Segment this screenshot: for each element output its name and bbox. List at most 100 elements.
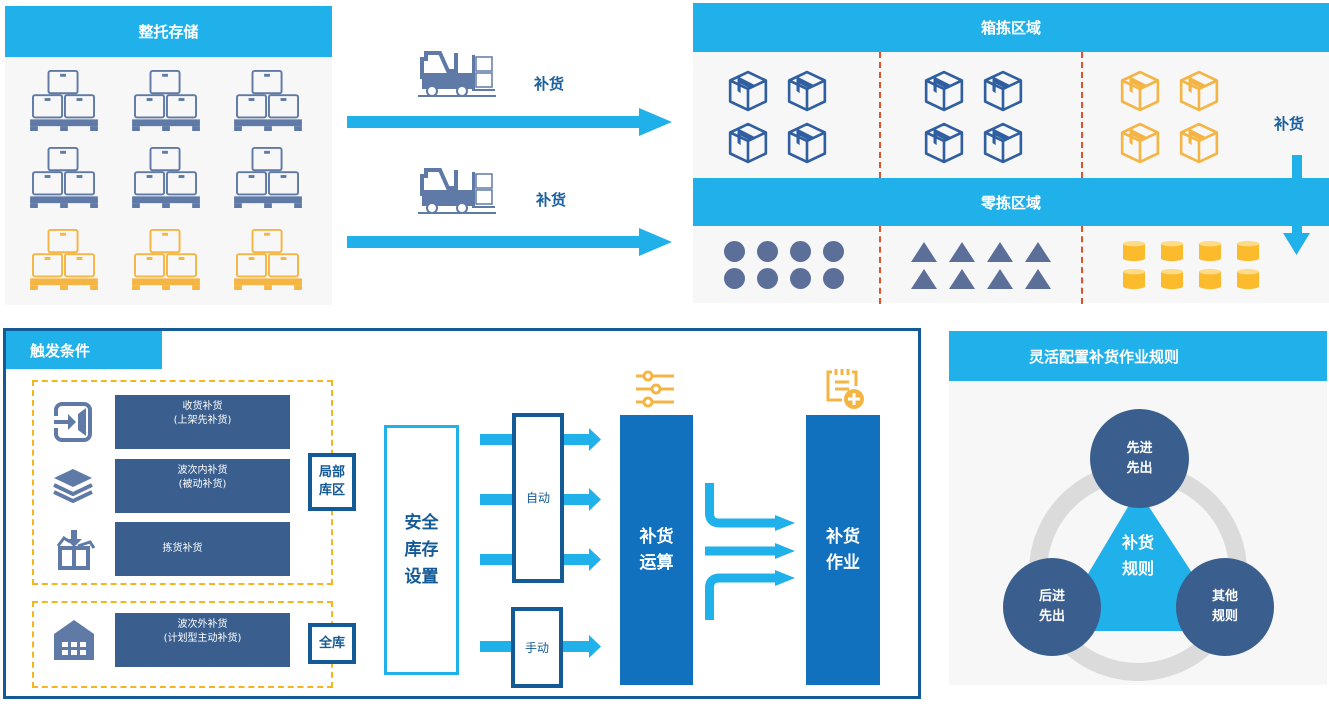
scope-global-badge: 全库 xyxy=(308,623,356,664)
replenish-label: 补货 xyxy=(1274,115,1305,133)
triangle-icon xyxy=(987,242,1013,262)
trigger-line: (计划型主动补货) xyxy=(163,633,242,644)
replenish-calc-column[interactable]: 补货运算 xyxy=(620,415,693,685)
flow-arrows xyxy=(480,428,601,658)
trigger-title: 触发条件 xyxy=(30,341,91,360)
cylinder-icon xyxy=(1199,268,1221,290)
transfer-label: 补货 xyxy=(534,75,565,93)
trigger-wave-in-replenish[interactable]: 波次内补货 (被动补货) xyxy=(115,459,290,513)
layers-icon xyxy=(53,469,93,503)
box-icon xyxy=(728,122,768,164)
pallet-stack-icon xyxy=(234,146,302,208)
circle-icon xyxy=(790,241,811,262)
rules-header: 灵活配置补货作业规则 xyxy=(949,331,1327,381)
box-icon xyxy=(1179,122,1219,164)
trigger-wave-out-replenish[interactable]: 波次外补货 (计划型主动补货) xyxy=(115,613,290,667)
forklift-icon xyxy=(418,166,496,218)
trigger-pick-replenish[interactable]: 拣货补货 xyxy=(115,522,290,576)
calc-line: 补货 xyxy=(639,527,674,547)
rules-title: 灵活配置补货作业规则 xyxy=(1029,347,1180,366)
pallet-stack-icon xyxy=(234,228,302,290)
circle-icon xyxy=(757,268,778,289)
manual-label: 手动 xyxy=(524,640,549,655)
node-line: 规则 xyxy=(1211,609,1238,624)
box-icon xyxy=(1120,70,1160,112)
rule-node-other[interactable]: 其他规则 xyxy=(1176,558,1274,656)
trigger-line: 拣货补货 xyxy=(162,543,203,554)
auto-label: 自动 xyxy=(525,491,550,505)
circle-icon xyxy=(724,268,745,289)
circle-icon xyxy=(790,268,811,289)
circle-icon xyxy=(823,268,844,289)
pallet-stack-icon xyxy=(30,228,98,290)
pallet-storage-panel xyxy=(5,57,332,305)
node-line: 先出 xyxy=(1038,609,1065,624)
safety-stock-box[interactable]: 安全库存设置 xyxy=(384,425,459,675)
pallet-stack-icon xyxy=(132,228,200,290)
triangle-icon xyxy=(1025,269,1051,289)
zone-divider xyxy=(1081,52,1083,178)
safety-line: 库存 xyxy=(404,539,439,560)
piece-pick-panel xyxy=(693,226,1329,303)
warehouse-icon xyxy=(54,620,94,660)
replenish-task-column[interactable]: 补货作业 xyxy=(806,415,880,685)
scope-local-badge: 局部库区 xyxy=(308,453,356,511)
piece-pick-header: 零拣区域 xyxy=(693,178,1329,226)
trigger-title-tab: 触发条件 xyxy=(6,331,162,369)
pallet-storage-header: 整托存储 xyxy=(5,6,332,57)
trigger-receive-replenish[interactable]: 收货补货 (上架先补货) xyxy=(115,395,290,449)
node-line: 其他 xyxy=(1211,589,1238,604)
rule-node-fifo[interactable]: 先进先出 xyxy=(1090,409,1189,508)
manual-mode-box[interactable]: 手动 xyxy=(511,607,563,688)
zone-divider xyxy=(1081,226,1083,304)
pallet-stack-icon xyxy=(234,69,302,131)
case-pick-header: 箱拣区域 xyxy=(693,3,1329,52)
center-line: 规则 xyxy=(1121,559,1154,578)
clipboard-add-icon xyxy=(826,369,864,409)
case-pick-panel xyxy=(693,52,1329,178)
triangle-icon xyxy=(949,242,975,262)
forklift-icon xyxy=(418,49,496,101)
pallet-stack-icon xyxy=(30,146,98,208)
rule-node-lifo[interactable]: 后进先出 xyxy=(1003,558,1101,656)
calc-line: 运算 xyxy=(639,553,674,573)
flow-arrow-in xyxy=(480,434,515,445)
safety-line: 设置 xyxy=(404,566,439,587)
scope-line: 全库 xyxy=(318,635,345,651)
circle-icon xyxy=(757,241,778,262)
cylinder-icon xyxy=(1237,268,1259,290)
trigger-line: 收货补货 xyxy=(182,401,223,412)
triangle-icon xyxy=(911,269,937,289)
rules-center-label: 补货规则 xyxy=(1108,530,1168,582)
circle-icon xyxy=(724,241,745,262)
box-icon xyxy=(787,122,827,164)
inbound-icon xyxy=(52,402,92,442)
triangle-icon xyxy=(987,269,1013,289)
arrow-down-icon xyxy=(1283,155,1310,255)
pallet-stack-icon xyxy=(30,69,98,131)
sliders-icon xyxy=(636,370,674,408)
triangle-icon xyxy=(911,242,937,262)
flow-arrow-in xyxy=(480,641,515,652)
pallet-stack-icon xyxy=(132,69,200,131)
piece-pick-title: 零拣区域 xyxy=(980,193,1041,212)
cylinder-icon xyxy=(1161,268,1183,290)
node-line: 后进 xyxy=(1038,589,1065,604)
open-box-icon xyxy=(56,530,96,570)
cylinder-icon xyxy=(1237,240,1259,262)
case-pick-title: 箱拣区域 xyxy=(980,19,1041,37)
box-icon xyxy=(924,70,964,112)
node-line: 先进 xyxy=(1126,440,1153,456)
trigger-line: 波次外补货 xyxy=(177,619,228,630)
circle-icon xyxy=(823,241,844,262)
scope-line: 局部 xyxy=(318,465,345,480)
safety-line: 安全 xyxy=(404,512,439,533)
task-line: 补货 xyxy=(826,527,860,547)
transfer-label: 补货 xyxy=(536,191,567,209)
scope-line: 库区 xyxy=(318,483,345,498)
box-icon xyxy=(787,70,827,112)
pallet-stack-icon xyxy=(132,146,200,208)
zone-divider xyxy=(879,52,881,178)
auto-mode-box[interactable]: 自动 xyxy=(512,413,564,583)
task-line: 作业 xyxy=(826,553,860,573)
